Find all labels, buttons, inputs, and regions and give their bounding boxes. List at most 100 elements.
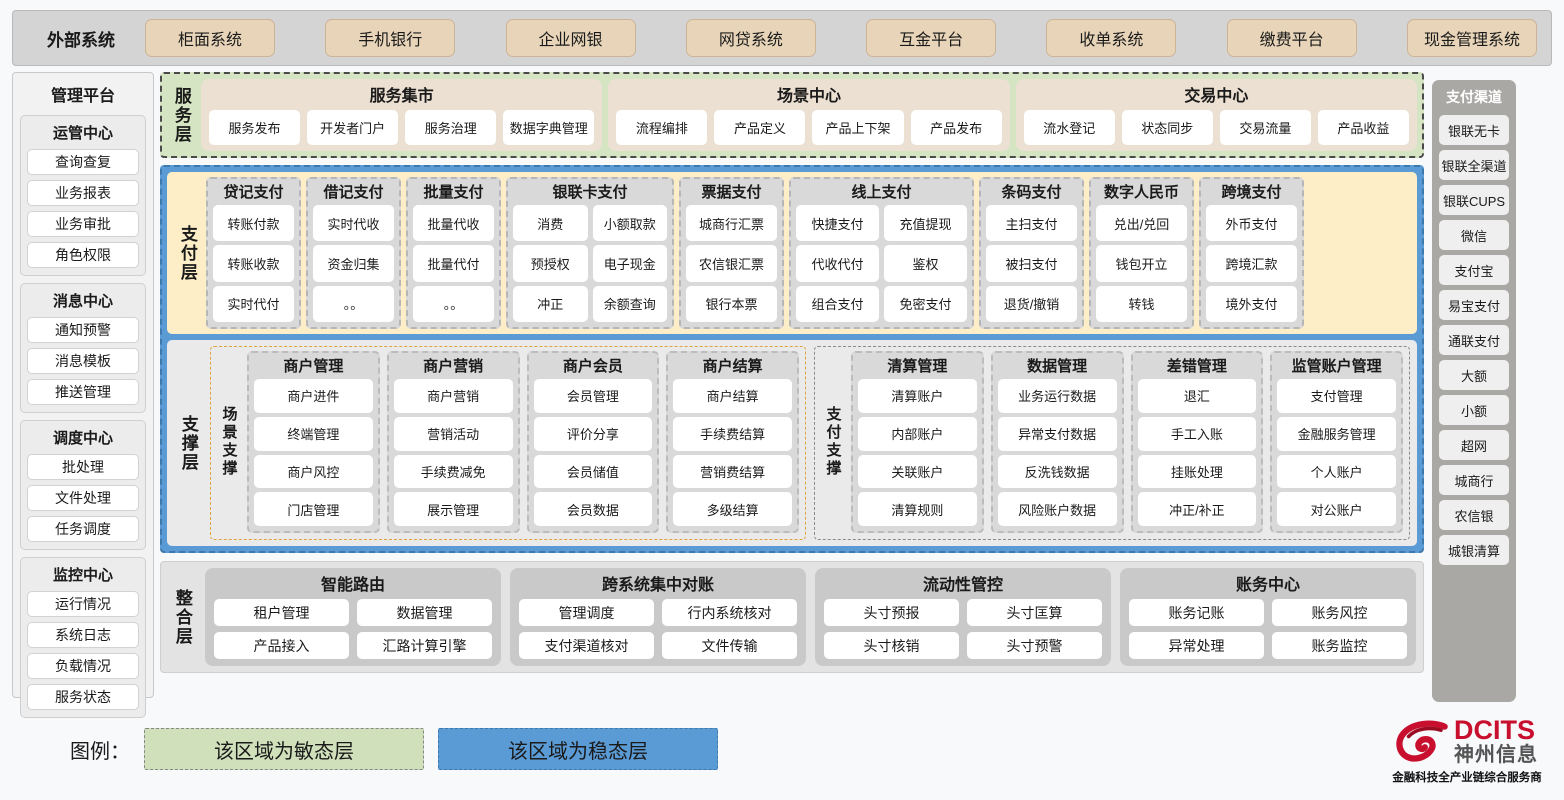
service-chip-2-1[interactable]: 状态同步 bbox=[1121, 110, 1213, 145]
management-item-1-2[interactable]: 推送管理 bbox=[27, 379, 139, 405]
support-chip-0-0-2[interactable]: 商户风控 bbox=[254, 454, 373, 489]
integration-chip-1-3[interactable]: 文件传输 bbox=[662, 632, 797, 659]
support-chip-0-3-3[interactable]: 多级结算 bbox=[673, 492, 792, 526]
payment-channel-item-4[interactable]: 支付宝 bbox=[1439, 255, 1509, 285]
payment-chip-2-1[interactable]: 批量代付 bbox=[413, 245, 494, 282]
payment-chip-5-3[interactable]: 鉴权 bbox=[884, 245, 967, 282]
support-chip-0-3-2[interactable]: 营销费结算 bbox=[673, 454, 792, 489]
service-chip-0-3[interactable]: 数据字典管理 bbox=[503, 110, 595, 145]
support-chip-0-1-2[interactable]: 手续费减免 bbox=[393, 454, 513, 489]
payment-channel-item-1[interactable]: 银联全渠道 bbox=[1439, 150, 1509, 180]
management-item-1-1[interactable]: 消息模板 bbox=[27, 348, 139, 374]
payment-chip-0-1[interactable]: 转账收款 bbox=[213, 245, 294, 282]
payment-chip-5-1[interactable]: 充值提现 bbox=[884, 205, 967, 242]
payment-chip-7-0[interactable]: 兑出/兑回 bbox=[1096, 205, 1187, 242]
support-chip-0-3-1[interactable]: 手续费结算 bbox=[673, 416, 792, 451]
service-chip-1-0[interactable]: 流程编排 bbox=[616, 110, 708, 145]
support-chip-0-1-3[interactable]: 展示管理 bbox=[393, 492, 513, 526]
payment-chip-1-0[interactable]: 实时代收 bbox=[313, 205, 394, 242]
payment-chip-4-2[interactable]: 银行本票 bbox=[686, 285, 777, 322]
service-chip-1-3[interactable]: 产品发布 bbox=[910, 110, 1002, 145]
external-system-chip-1[interactable]: 手机银行 bbox=[325, 19, 456, 57]
support-chip-1-0-2[interactable]: 关联账户 bbox=[858, 454, 977, 489]
management-item-0-1[interactable]: 业务报表 bbox=[27, 180, 139, 206]
payment-channel-item-6[interactable]: 通联支付 bbox=[1439, 325, 1509, 355]
support-chip-0-0-0[interactable]: 商户进件 bbox=[254, 379, 373, 413]
service-chip-0-0[interactable]: 服务发布 bbox=[209, 110, 301, 145]
payment-channel-item-7[interactable]: 大额 bbox=[1439, 360, 1509, 390]
external-system-chip-4[interactable]: 互金平台 bbox=[866, 19, 997, 57]
integration-chip-3-2[interactable]: 异常处理 bbox=[1129, 632, 1264, 659]
support-chip-1-0-3[interactable]: 清算规则 bbox=[858, 492, 977, 526]
support-chip-0-2-1[interactable]: 评价分享 bbox=[533, 416, 653, 451]
integration-chip-0-2[interactable]: 产品接入 bbox=[214, 632, 349, 659]
support-chip-1-3-3[interactable]: 对公账户 bbox=[1277, 492, 1396, 526]
support-chip-0-3-0[interactable]: 商户结算 bbox=[673, 379, 792, 413]
external-system-chip-5[interactable]: 收单系统 bbox=[1046, 19, 1177, 57]
payment-chip-3-2[interactable]: 预授权 bbox=[513, 245, 588, 282]
integration-chip-0-0[interactable]: 租户管理 bbox=[214, 599, 349, 626]
service-chip-0-1[interactable]: 开发者门户 bbox=[307, 110, 399, 145]
service-chip-2-2[interactable]: 交易流量 bbox=[1219, 110, 1311, 145]
payment-chip-5-5[interactable]: 免密支付 bbox=[884, 285, 967, 322]
payment-chip-7-2[interactable]: 转钱 bbox=[1096, 285, 1187, 322]
support-chip-1-2-0[interactable]: 退汇 bbox=[1137, 379, 1257, 413]
integration-chip-3-0[interactable]: 账务记账 bbox=[1129, 599, 1264, 626]
payment-chip-3-3[interactable]: 电子现金 bbox=[592, 245, 667, 282]
payment-chip-5-2[interactable]: 代收代付 bbox=[796, 245, 879, 282]
payment-chip-5-4[interactable]: 组合支付 bbox=[796, 285, 879, 322]
integration-chip-2-0[interactable]: 头寸预报 bbox=[824, 599, 959, 626]
payment-chip-4-0[interactable]: 城商行汇票 bbox=[686, 205, 777, 242]
payment-chip-6-2[interactable]: 退货/撤销 bbox=[986, 285, 1077, 322]
support-chip-1-2-2[interactable]: 挂账处理 bbox=[1137, 454, 1257, 489]
integration-chip-2-3[interactable]: 头寸预警 bbox=[967, 632, 1102, 659]
support-chip-1-2-3[interactable]: 冲正/补正 bbox=[1137, 492, 1257, 526]
support-chip-1-3-1[interactable]: 金融服务管理 bbox=[1277, 416, 1396, 451]
management-item-2-1[interactable]: 文件处理 bbox=[27, 485, 139, 511]
management-item-0-0[interactable]: 查询查复 bbox=[27, 149, 139, 175]
support-chip-0-0-3[interactable]: 门店管理 bbox=[254, 492, 373, 526]
service-chip-1-1[interactable]: 产品定义 bbox=[714, 110, 806, 145]
service-chip-2-3[interactable]: 产品收益 bbox=[1317, 110, 1409, 145]
management-item-2-2[interactable]: 任务调度 bbox=[27, 516, 139, 542]
support-chip-1-0-1[interactable]: 内部账户 bbox=[858, 416, 977, 451]
integration-chip-1-2[interactable]: 支付渠道核对 bbox=[519, 632, 654, 659]
payment-chip-2-0[interactable]: 批量代收 bbox=[413, 205, 494, 242]
external-system-chip-3[interactable]: 网贷系统 bbox=[685, 19, 816, 57]
payment-chip-3-4[interactable]: 冲正 bbox=[513, 285, 588, 322]
integration-chip-1-0[interactable]: 管理调度 bbox=[519, 599, 654, 626]
payment-chip-4-1[interactable]: 农信银汇票 bbox=[686, 245, 777, 282]
management-item-3-0[interactable]: 运行情况 bbox=[27, 591, 139, 617]
payment-chip-8-1[interactable]: 跨境汇款 bbox=[1206, 245, 1297, 282]
payment-channel-item-11[interactable]: 农信银 bbox=[1439, 500, 1509, 530]
payment-chip-8-2[interactable]: 境外支付 bbox=[1206, 285, 1297, 322]
payment-chip-8-0[interactable]: 外币支付 bbox=[1206, 205, 1297, 242]
payment-channel-item-0[interactable]: 银联无卡 bbox=[1439, 115, 1509, 145]
payment-chip-3-0[interactable]: 消费 bbox=[513, 205, 588, 242]
integration-chip-1-1[interactable]: 行内系统核对 bbox=[662, 599, 797, 626]
support-chip-0-2-2[interactable]: 会员储值 bbox=[533, 454, 653, 489]
support-chip-1-3-2[interactable]: 个人账户 bbox=[1277, 454, 1396, 489]
payment-chip-1-1[interactable]: 资金归集 bbox=[313, 245, 394, 282]
payment-channel-item-10[interactable]: 城商行 bbox=[1439, 465, 1509, 495]
integration-chip-0-3[interactable]: 汇路计算引擎 bbox=[357, 632, 492, 659]
payment-channel-item-2[interactable]: 银联CUPS bbox=[1439, 185, 1509, 215]
payment-channel-item-9[interactable]: 超网 bbox=[1439, 430, 1509, 460]
management-item-0-2[interactable]: 业务审批 bbox=[27, 211, 139, 237]
external-system-chip-7[interactable]: 现金管理系统 bbox=[1406, 19, 1537, 57]
management-item-1-0[interactable]: 通知预警 bbox=[27, 317, 139, 343]
service-chip-2-0[interactable]: 流水登记 bbox=[1023, 110, 1115, 145]
payment-channel-item-3[interactable]: 微信 bbox=[1439, 220, 1509, 250]
support-chip-0-2-3[interactable]: 会员数据 bbox=[533, 492, 653, 526]
management-item-3-1[interactable]: 系统日志 bbox=[27, 622, 139, 648]
payment-chip-5-0[interactable]: 快捷支付 bbox=[796, 205, 879, 242]
payment-chip-3-5[interactable]: 余额查询 bbox=[592, 285, 667, 322]
payment-chip-6-1[interactable]: 被扫支付 bbox=[986, 245, 1077, 282]
support-chip-1-1-3[interactable]: 风险账户数据 bbox=[997, 492, 1117, 526]
management-item-2-0[interactable]: 批处理 bbox=[27, 454, 139, 480]
support-chip-1-3-0[interactable]: 支付管理 bbox=[1277, 379, 1396, 413]
support-chip-0-0-1[interactable]: 终端管理 bbox=[254, 416, 373, 451]
payment-chip-7-1[interactable]: 钱包开立 bbox=[1096, 245, 1187, 282]
service-chip-0-2[interactable]: 服务治理 bbox=[405, 110, 497, 145]
service-chip-1-2[interactable]: 产品上下架 bbox=[812, 110, 904, 145]
